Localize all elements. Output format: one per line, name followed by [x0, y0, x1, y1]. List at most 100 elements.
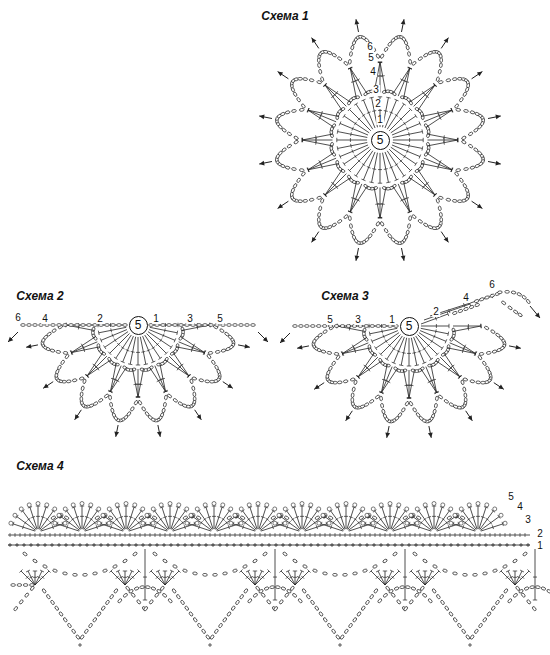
stitch-line — [429, 358, 433, 360]
stitch-line — [362, 163, 365, 165]
stitch-line — [372, 168, 376, 170]
picot — [239, 521, 243, 525]
picot — [145, 513, 149, 517]
stitch-line — [55, 533, 56, 537]
direction-arrow — [197, 414, 202, 419]
stitch-line — [375, 203, 379, 205]
stitch-line — [66, 543, 67, 547]
chain-stitch — [452, 199, 457, 202]
stitch-line — [295, 516, 299, 517]
stitch-line — [464, 521, 466, 524]
stitch-line — [215, 533, 216, 537]
stitch-line — [500, 543, 501, 547]
stitch-line — [204, 350, 206, 354]
chain-stitch — [461, 380, 465, 385]
stitch-line — [424, 304, 470, 320]
chain-stitch — [387, 233, 392, 238]
picot — [97, 521, 101, 525]
stitch-line — [409, 108, 412, 111]
stitch-line — [339, 516, 343, 517]
stitch-line — [408, 144, 410, 148]
chain-stitch — [352, 325, 357, 328]
stitch-line — [27, 518, 30, 520]
stitch-line — [440, 533, 441, 537]
chain-stitch — [73, 573, 78, 576]
stitch-line — [234, 543, 235, 547]
stitch-line — [40, 533, 41, 537]
direction-arrow — [401, 19, 406, 24]
chain-stitch — [384, 228, 389, 233]
stitch-line — [339, 121, 341, 125]
stitch-line — [156, 343, 159, 346]
stitch-line — [389, 109, 410, 130]
chain-stitch — [172, 588, 177, 593]
stitch-line — [313, 521, 315, 524]
stitch-line — [354, 175, 358, 177]
stitch-line — [117, 343, 120, 346]
stitch-line — [332, 521, 334, 524]
chain-stitch — [141, 406, 146, 411]
stitch-line — [253, 577, 257, 578]
chain-stitch — [470, 379, 475, 383]
chain-stitch — [102, 569, 107, 573]
stitch-line — [378, 217, 382, 219]
chain-stitch — [232, 569, 237, 573]
stitch-line — [386, 97, 390, 99]
picot — [53, 521, 57, 525]
stitch-line — [338, 143, 368, 149]
stitch-line — [393, 143, 423, 149]
direction-arrow — [385, 432, 390, 437]
stitch-line — [93, 364, 96, 366]
stitch-line — [343, 162, 345, 166]
stitch-line — [74, 507, 81, 529]
stitch-line — [136, 396, 140, 398]
chain-stitch — [371, 228, 376, 233]
stitch-line — [164, 543, 165, 547]
direction-arrow — [278, 72, 283, 77]
stitch-line — [492, 525, 493, 529]
stitch-line — [301, 138, 303, 142]
stitch-line — [521, 543, 522, 547]
chain-stitch — [454, 171, 459, 176]
stitch-line — [339, 154, 341, 158]
chain-stitch — [343, 379, 348, 383]
chain-stitch — [461, 140, 466, 145]
stitch-line — [136, 543, 137, 547]
stitch-line — [353, 543, 354, 547]
stitch-line — [308, 158, 336, 170]
chain-stitch — [113, 588, 118, 593]
stitch-line — [415, 114, 417, 118]
chain-stitch — [458, 200, 463, 203]
stitch-line — [350, 68, 367, 94]
direction-arrow — [346, 415, 351, 420]
stitch-line — [404, 525, 405, 529]
stitch-line — [246, 570, 250, 572]
chain-stitch — [95, 515, 100, 520]
stitch-line — [355, 533, 356, 537]
stitch-line — [314, 383, 324, 390]
stitch-line — [354, 155, 356, 158]
stitch-line — [203, 518, 206, 520]
chain-stitch — [62, 572, 67, 576]
chain-stitch — [350, 45, 354, 50]
chain-stitch — [468, 131, 473, 136]
chain-stitch — [180, 600, 185, 605]
picot — [124, 502, 128, 506]
direction-arrow — [75, 414, 80, 419]
stitch-line — [214, 506, 215, 529]
stitch-line — [300, 533, 301, 537]
stitch-line — [449, 324, 450, 328]
stitch-line — [435, 317, 436, 321]
chain-stitch — [72, 378, 77, 382]
stitch-line — [335, 533, 336, 537]
stitch-line — [350, 184, 362, 212]
stitch-line — [120, 533, 121, 537]
chain-stitch — [463, 307, 468, 311]
stitch-line — [66, 325, 94, 326]
stitch-line — [450, 533, 451, 537]
stitch-line — [342, 343, 368, 354]
chain-stitch — [143, 606, 148, 611]
stitch-line — [305, 516, 309, 517]
chain-stitch — [293, 325, 298, 328]
stitch-line — [155, 533, 156, 537]
